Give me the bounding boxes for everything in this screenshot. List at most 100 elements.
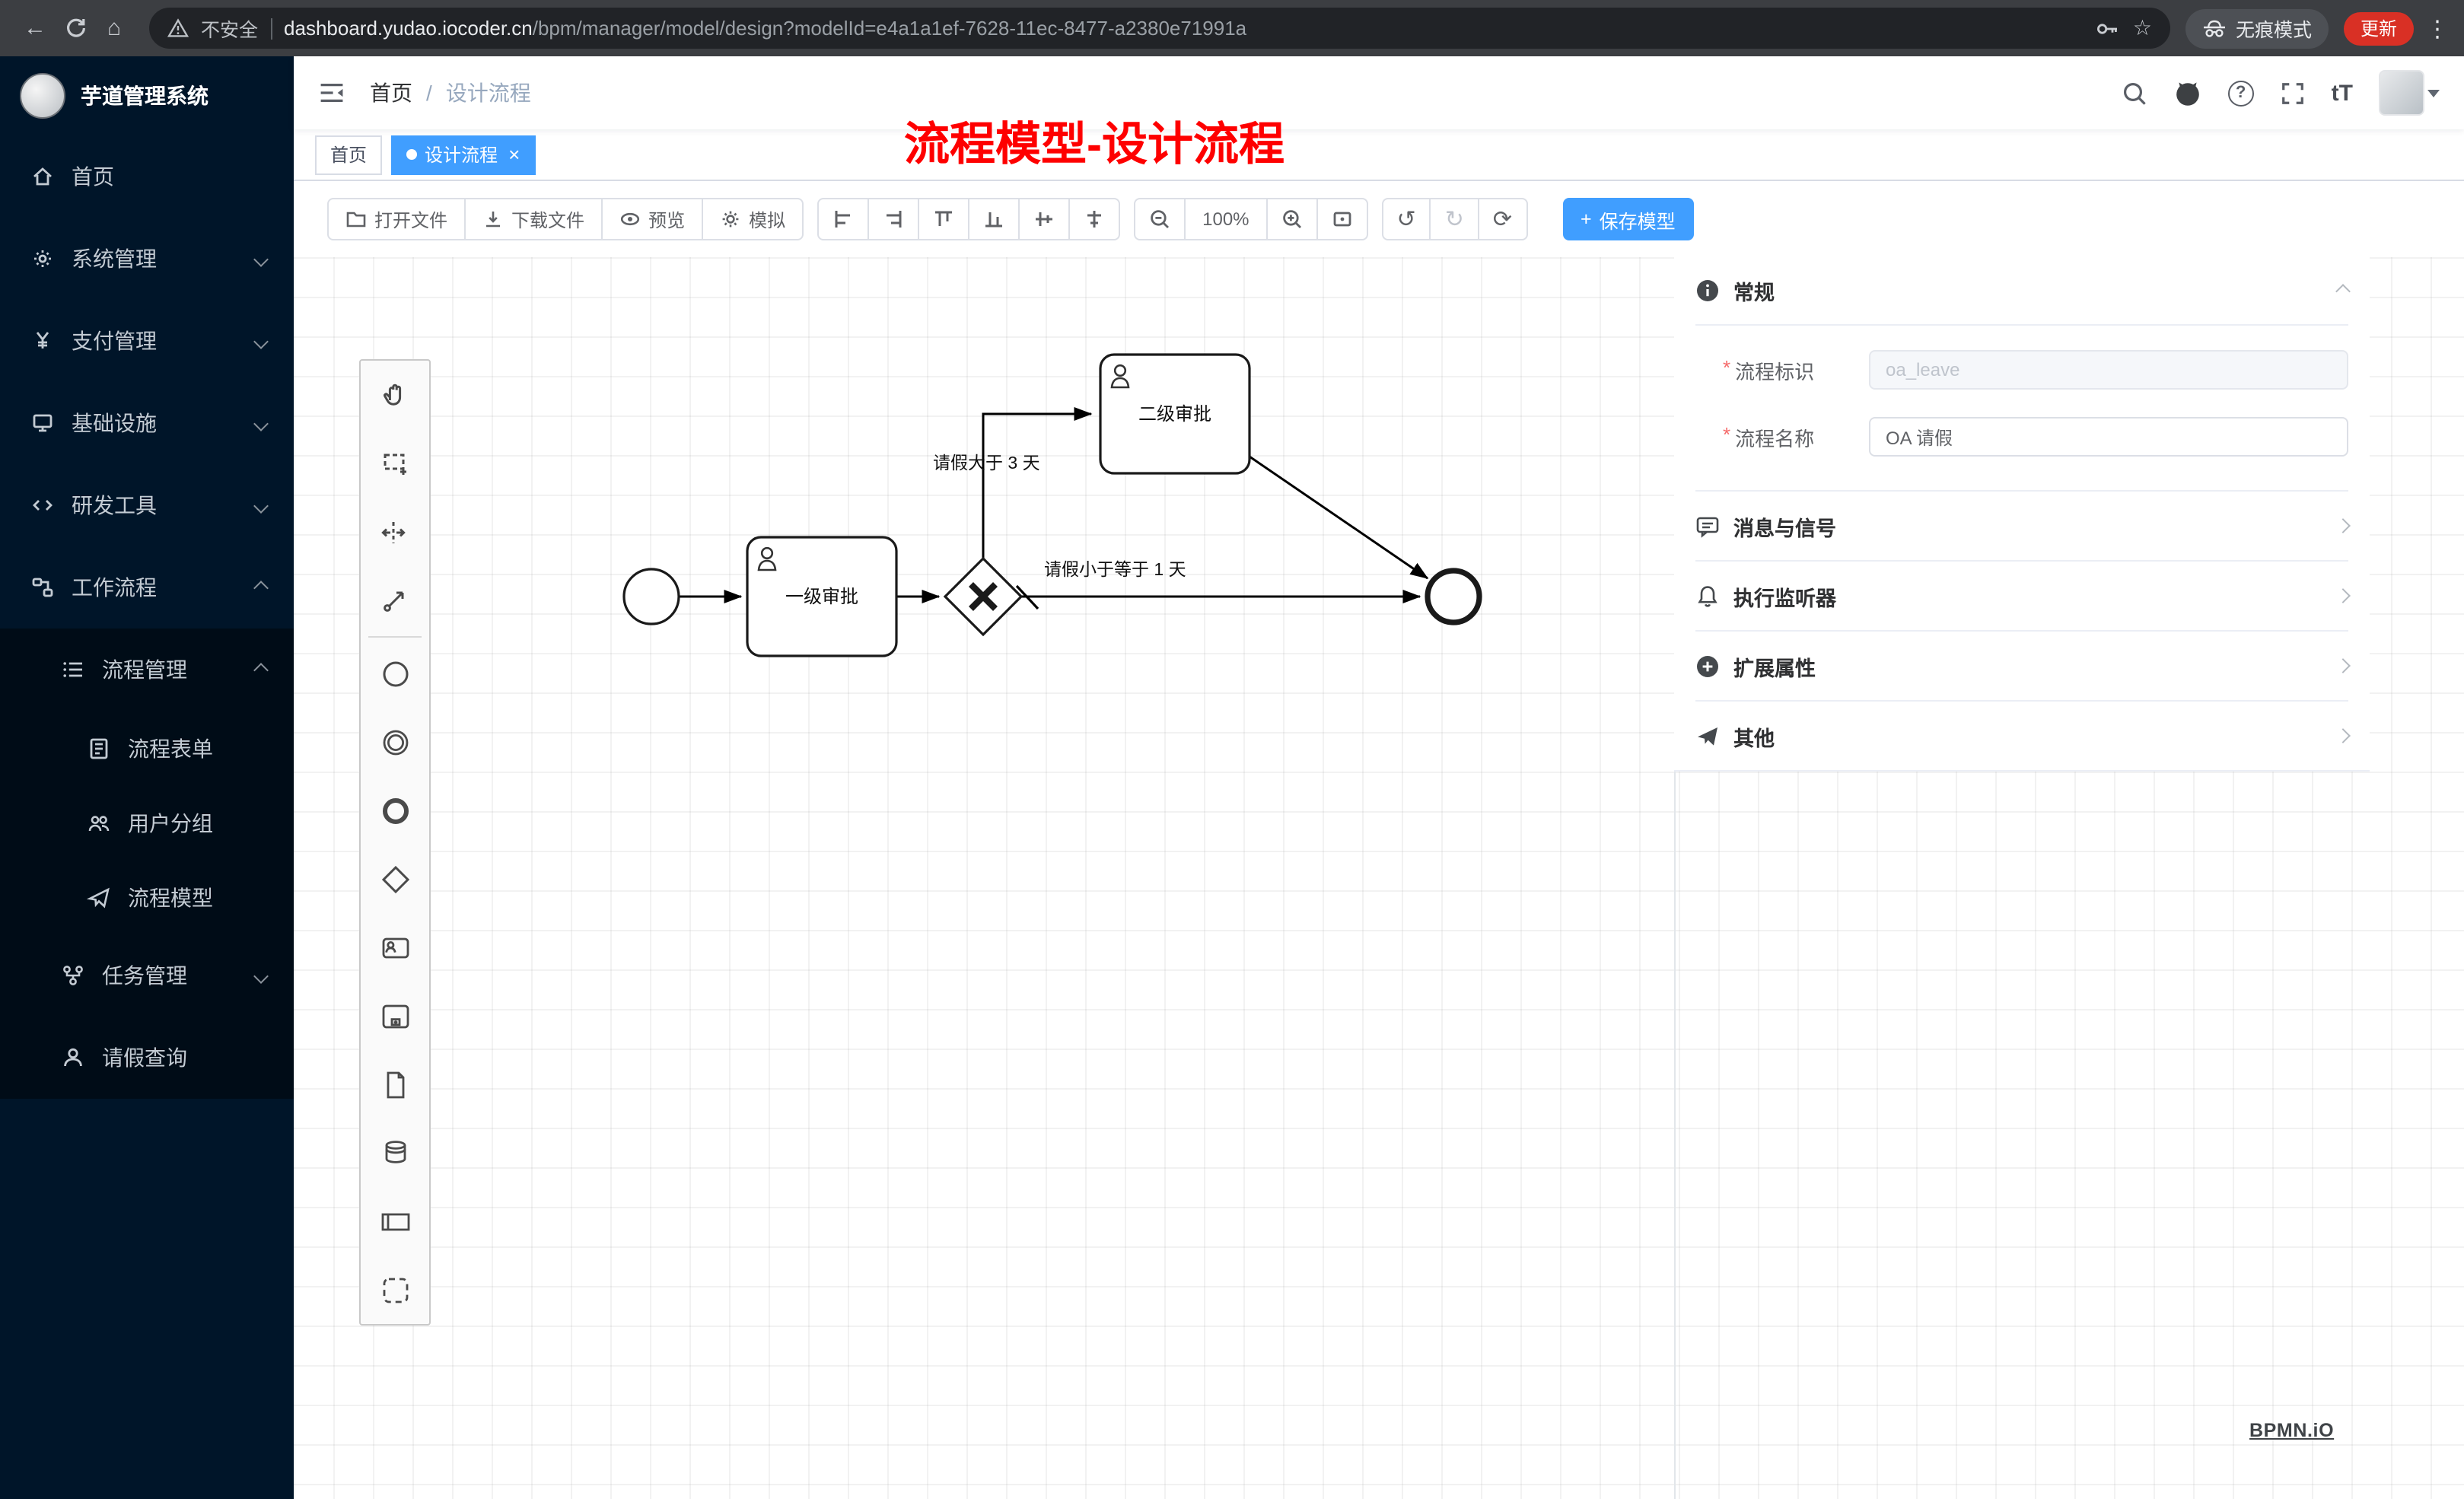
data-object-icon	[386, 1071, 404, 1098]
task-second-approval[interactable]: 二级审批	[1099, 353, 1251, 475]
palette-subprocess[interactable]	[361, 982, 429, 1050]
sidebar-item-process-model[interactable]: 流程模型	[0, 860, 294, 934]
palette-space-tool[interactable]	[361, 498, 429, 566]
back-icon[interactable]: ←	[24, 15, 46, 41]
start-event[interactable]	[622, 568, 680, 625]
close-icon[interactable]: ×	[508, 143, 520, 166]
flow-task2-to-end[interactable]	[1249, 455, 1429, 580]
sidebar-item-label: 请假查询	[102, 1045, 187, 1070]
sidebar-item-process-form[interactable]: 流程表单	[0, 711, 294, 785]
sidebar-item-process-management[interactable]: 流程管理	[0, 629, 294, 711]
sidebar-item-label: 流程管理	[102, 657, 187, 682]
sidebar-item-label: 流程表单	[128, 736, 213, 760]
home-icon[interactable]: ⌂	[107, 15, 122, 41]
security-label[interactable]: 不安全	[201, 20, 259, 41]
sidebar-collapse-button[interactable]	[294, 56, 370, 129]
bookmark-star-icon[interactable]: ☆	[2132, 15, 2152, 40]
save-model-button[interactable]: + 保存模型	[1562, 198, 1694, 240]
palette-gateway[interactable]	[361, 845, 429, 913]
zoom-level[interactable]: 100%	[1184, 198, 1268, 240]
flow-label-gt3[interactable]: 请假大于 3 天	[933, 453, 1040, 473]
exclusive-gateway[interactable]	[943, 556, 1023, 637]
align-bottom-button[interactable]	[968, 198, 1020, 240]
code-icon	[33, 500, 53, 511]
section-message-signal[interactable]: 消息与信号	[1695, 490, 2351, 560]
align-bottom-icon	[985, 212, 1003, 228]
github-icon[interactable]	[2173, 79, 2202, 107]
section-title: 常规	[1733, 282, 1775, 304]
zoom-in-button[interactable]	[1265, 198, 1318, 240]
palette-user-task[interactable]	[361, 913, 429, 982]
user-menu[interactable]	[2379, 70, 2440, 116]
flow-label-le1[interactable]: 请假小于等于 1 天	[1044, 559, 1186, 579]
align-horizontal-center-button[interactable]	[1068, 198, 1121, 240]
sidebar-item-leave-query[interactable]: 请假查询	[0, 1017, 294, 1099]
workflow-submenu: 流程管理 流程表单 用户分组 流程模型 任务管理 请假	[0, 629, 294, 1099]
paper-plane-icon	[1698, 727, 1717, 745]
palette-group[interactable]	[361, 1256, 429, 1324]
palette-hand-tool[interactable]	[361, 361, 429, 429]
align-top-button[interactable]	[918, 198, 970, 240]
task-first-approval[interactable]: 一级审批	[746, 536, 898, 657]
sidebar-item-payment[interactable]: 支付管理	[0, 300, 294, 382]
sidebar-item-workflow[interactable]: 工作流程	[0, 546, 294, 629]
align-left-button[interactable]	[817, 198, 870, 240]
align-left-icon	[835, 211, 851, 228]
palette-start-event[interactable]	[361, 639, 429, 708]
search-icon[interactable]	[2122, 80, 2147, 106]
sidebar-item-task-management[interactable]: 任务管理	[0, 934, 294, 1017]
download-file-button[interactable]: 下载文件	[464, 198, 603, 240]
active-tab-dot	[406, 149, 418, 160]
process-name-input[interactable]	[1869, 417, 2348, 457]
preview-label: 预览	[648, 209, 686, 231]
open-file-button[interactable]: 打开文件	[327, 198, 466, 240]
url-text[interactable]: dashboard.yudao.iocoder.cn/bpm/manager/m…	[284, 17, 2084, 40]
preview-button[interactable]: 预览	[601, 198, 704, 240]
browser-menu-icon[interactable]: ⋮	[2426, 16, 2449, 42]
restart-button[interactable]: ⟳	[1477, 198, 1527, 240]
palette-lasso-tool[interactable]	[361, 429, 429, 498]
section-other[interactable]: 其他	[1695, 700, 2351, 770]
tab-design[interactable]: 设计流程 ×	[391, 135, 536, 174]
bpmn-canvas[interactable]: 请假大于 3 天 请假小于等于 1 天 一级审批	[294, 257, 2464, 1499]
flow-gateway-to-task2[interactable]	[982, 407, 1093, 559]
zoom-reset-button[interactable]	[1316, 198, 1368, 240]
tab-home[interactable]: 首页	[315, 135, 383, 174]
sidebar-item-user-group[interactable]: 用户分组	[0, 785, 294, 860]
user-task-icon	[381, 937, 409, 958]
key-icon[interactable]	[2096, 18, 2121, 39]
sidebar-item-system[interactable]: 系统管理	[0, 218, 294, 300]
simulate-button[interactable]: 模拟	[702, 198, 804, 240]
update-button[interactable]: 更新	[2343, 11, 2414, 45]
section-general[interactable]: 常规	[1695, 257, 2351, 324]
section-execution-listener[interactable]: 执行监听器	[1695, 560, 2351, 630]
sidebar-item-infrastructure[interactable]: 基础设施	[0, 382, 294, 464]
palette-data-store[interactable]	[361, 1119, 429, 1187]
align-right-button[interactable]	[867, 198, 920, 240]
sidebar-item-label: 研发工具	[72, 493, 157, 517]
sidebar-item-home[interactable]: 首页	[0, 135, 294, 218]
palette-global-connect-tool[interactable]	[361, 566, 429, 635]
address-bar[interactable]: 不安全 dashboard.yudao.iocoder.cn/bpm/manag…	[149, 8, 2170, 49]
app-logo[interactable]: 芋道管理系统	[0, 56, 294, 135]
monitor-icon	[33, 414, 53, 432]
end-event[interactable]	[1425, 568, 1482, 625]
font-size-icon[interactable]: tT	[2331, 80, 2353, 106]
breadcrumb-home[interactable]: 首页	[370, 81, 412, 105]
help-icon[interactable]: ?	[2227, 80, 2254, 106]
section-extended-attributes[interactable]: 扩展属性	[1695, 630, 2351, 700]
avatar-caret-icon	[2427, 89, 2440, 97]
fullscreen-icon[interactable]	[2280, 80, 2306, 106]
undo-button[interactable]: ↺	[1381, 198, 1431, 240]
zoom-out-button[interactable]	[1134, 198, 1186, 240]
align-vertical-center-button[interactable]	[1018, 198, 1071, 240]
process-key-input[interactable]	[1869, 350, 2348, 390]
palette-intermediate-event[interactable]	[361, 708, 429, 776]
reload-icon[interactable]	[55, 8, 94, 48]
palette-participant[interactable]	[361, 1187, 429, 1256]
palette-data-object[interactable]	[361, 1050, 429, 1119]
redo-button[interactable]: ↻	[1429, 198, 1479, 240]
bpmn-io-watermark[interactable]: BPMN.iO	[2249, 1420, 2335, 1441]
sidebar-item-devtools[interactable]: 研发工具	[0, 464, 294, 546]
palette-end-event[interactable]	[361, 776, 429, 845]
